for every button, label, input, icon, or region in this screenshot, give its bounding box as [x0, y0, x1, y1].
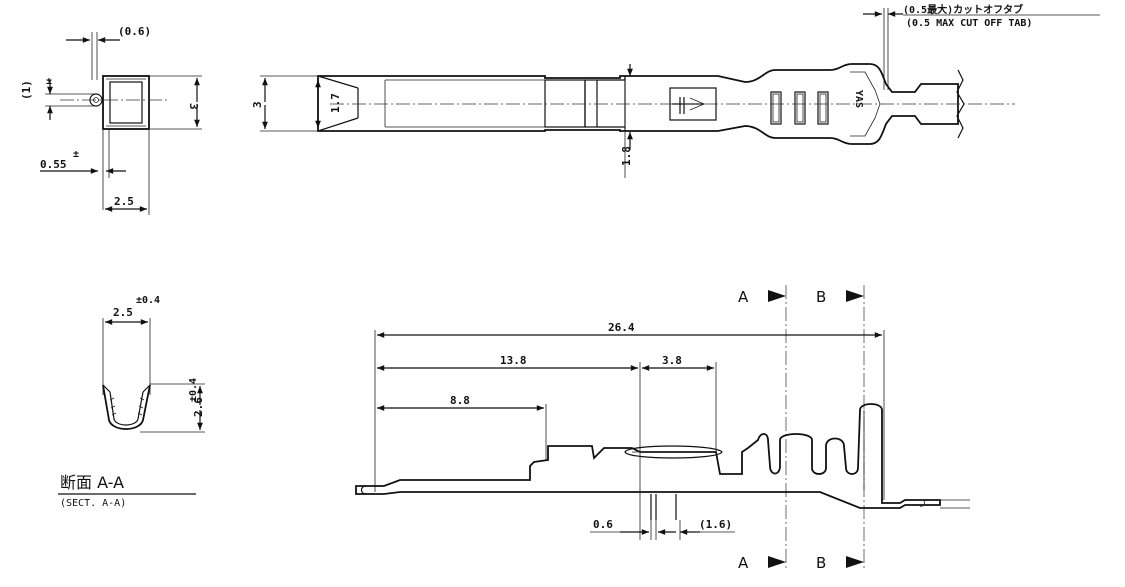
side-dim-13-8: 13.8 [500, 354, 527, 367]
end-dim-small: 0.55 [40, 158, 67, 171]
section-view: 2.5 ±0.4 2.6 ±0.4 断面 A-A (SECT. A-A) [58, 295, 205, 509]
cut-off-tab-note: (0.5最大)カットオフタブ (0.5 MAX CUT OFF TAB) [863, 3, 1100, 90]
section-marker-a-top: A [738, 288, 749, 306]
end-dim-height: 3 [187, 103, 200, 110]
side-dim-8-8: 8.8 [450, 394, 470, 407]
cut-off-tab-label-en: (0.5 MAX CUT OFF TAB) [906, 18, 1032, 29]
side-dim-1-6: (1.6) [699, 518, 732, 531]
section-marker-a-bottom: A [738, 554, 749, 572]
end-dim-side: (1) [20, 80, 33, 100]
section-marker-b-bottom: B [816, 554, 826, 572]
side-dim-0-6: 0.6 [593, 518, 613, 531]
end-view: (0.6) 3 (1) ± 0.55 ± 2.5 [20, 25, 202, 215]
section-title: 断面 A-A [60, 473, 124, 492]
side-view: A B A B 26.4 13.8 3.8 8.8 [355, 285, 970, 572]
section-dim-height: 2.6 [192, 397, 205, 417]
end-dim-side-tol: ± [46, 76, 52, 87]
section-dim-height-tol: ±0.4 [188, 378, 199, 402]
top-dim-inner: 1.7 [329, 93, 342, 113]
top-dim-pin: 1.8 [620, 146, 633, 166]
section-dim-width-tol: ±0.4 [136, 295, 160, 306]
section-subtitle: (SECT. A-A) [60, 498, 126, 509]
top-dim-outer: 3 [251, 101, 264, 108]
section-marker-b-top: B [816, 288, 826, 306]
cut-off-tab-label-jp: (0.5最大)カットオフタブ [903, 3, 1023, 16]
top-stamp: YAS [853, 90, 864, 108]
side-dim-3-8: 3.8 [662, 354, 682, 367]
section-dim-width: 2.5 [113, 306, 133, 319]
side-dim-total: 26.4 [608, 321, 635, 334]
end-dim-top: (0.6) [118, 25, 151, 38]
top-view: 3 1.7 YAS [251, 63, 1015, 178]
end-dim-small-tol: ± [73, 149, 79, 160]
end-dim-width: 2.5 [114, 195, 134, 208]
